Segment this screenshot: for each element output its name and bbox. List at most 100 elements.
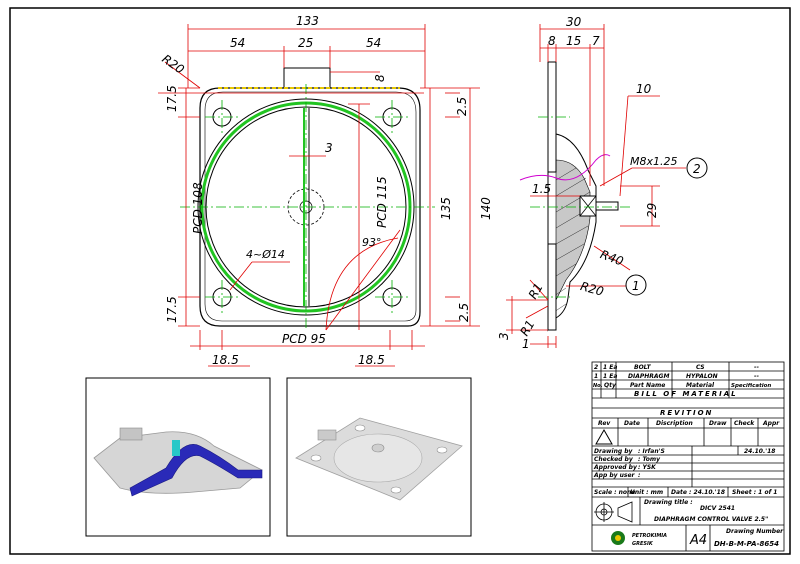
dim-top-17-5: 17.5 (165, 85, 179, 112)
title-block-text: 2 1 Ea BOLT CS -- 1 1 Ea DIAPHRAGM HYPAL… (593, 364, 784, 548)
revision-header-date: Date (624, 420, 640, 427)
dim-r40: R40 (598, 247, 625, 268)
sheet-text: Sheet : 1 of 1 (732, 489, 777, 496)
bom-row-2-qty: 1 Ea (603, 364, 617, 371)
dim-r1-top: R1 (526, 281, 546, 302)
drawing-title-code: DICV 2541 (700, 505, 735, 512)
dim-left: 54 (230, 36, 245, 50)
approved-by-value: : YSK (638, 464, 657, 471)
top-boss (283, 67, 331, 89)
bom-row-2-spec: -- (754, 364, 759, 371)
side-dimension-labels: 30 8 15 7 10 M8x1.25 2 1.5 29 R40 1 R1 R… (497, 15, 701, 351)
dim-30: 30 (566, 15, 582, 29)
dim-29: 29 (645, 203, 659, 218)
dim-18-5-right: 18.5 (358, 353, 385, 367)
iso-view-solid (286, 377, 472, 537)
drawing-by-date: 24.10.'18 (744, 448, 775, 455)
revision-header-check: Check (734, 420, 755, 427)
iso-solid-dome (333, 433, 423, 483)
bom-row-1-spec: -- (754, 373, 759, 380)
bom-row-2-no: 2 (594, 364, 598, 371)
dim-2-5-top: 2.5 (455, 97, 469, 116)
dim-r20: R20 (159, 52, 187, 77)
approved-by-label: Approved by (593, 464, 638, 471)
side-flange-bottom (547, 243, 557, 331)
break-line (519, 154, 611, 181)
dim-140: 140 (479, 197, 493, 220)
center-lines (180, 84, 435, 330)
dim-1: 1 (522, 337, 530, 351)
bom-row-2-name: BOLT (634, 364, 652, 371)
bom-row-1-material: HYPALON (686, 373, 718, 380)
front-dimension-labels: 133 54 25 54 R20 8 17.5 17.5 2.5 2.5 PCD… (159, 14, 493, 367)
dim-8: 8 (373, 74, 387, 82)
iso-section-cut (129, 444, 263, 497)
dim-18-5-left: 18.5 (212, 353, 239, 367)
dim-r1-bot: R1 (517, 318, 537, 339)
bom-row-1-name: DIAPHRAGM (628, 373, 669, 380)
iso-section-stud (172, 440, 180, 456)
sheet-border (9, 7, 791, 555)
balloon-1 (625, 274, 647, 296)
balloon-1-label: 1 (632, 279, 640, 293)
bom-row-2-material: CS (696, 364, 705, 371)
dim-center: 25 (298, 36, 313, 50)
section-hatch (555, 159, 591, 301)
dim-pcd95: PCD 95 (282, 332, 326, 346)
bom-row-1-qty: 1 Ea (603, 373, 617, 380)
bolt-shank (595, 201, 619, 211)
dim-135: 135 (439, 197, 453, 220)
revision-triangle-icon (595, 428, 613, 445)
side-view: 30 8 15 7 10 M8x1.25 2 1.5 29 R40 1 R1 R… (497, 15, 708, 351)
revision-header-desc: Discription (656, 420, 693, 427)
bom-header-qty: Qty (604, 382, 617, 389)
bom-header-no: No. (593, 383, 603, 389)
company-line1: PETROKIMIA (632, 533, 667, 539)
company-logo (611, 531, 625, 545)
dim-thread: M8x1.25 (630, 155, 678, 168)
unit-text: Unit : mm (630, 489, 663, 496)
checked-by-label: Checked by (594, 456, 634, 463)
dim-holes: 4~Ø14 (246, 248, 285, 261)
dim-7: 7 (592, 34, 600, 48)
iso-solid-holes (310, 424, 448, 494)
dim-3: 3 (497, 332, 511, 340)
company-line2: GRESIK (632, 541, 654, 547)
paper-size: A4 (689, 533, 707, 548)
dim-1-5: 1.5 (532, 182, 551, 196)
dim-pcd108: PCD 108 (191, 182, 205, 234)
dim-15: 15 (566, 34, 581, 48)
dim-overall-width: 133 (296, 14, 319, 28)
dim-8: 8 (548, 34, 556, 48)
drawing-title-text: DIAPHRAGM CONTROL VALVE 2.5" (654, 516, 768, 523)
app-user-label: App by user (593, 472, 636, 479)
dim-bot-17-5: 17.5 (165, 296, 179, 323)
dim-3: 3 (325, 141, 333, 155)
flange-outline (199, 87, 421, 327)
balloon-2-label: 2 (693, 162, 701, 176)
revision-title: REVITION (660, 409, 713, 417)
bom-row-1-no: 1 (594, 373, 598, 380)
bom-header-name: Part Name (630, 382, 665, 389)
dim-10: 10 (636, 82, 652, 96)
front-dimension-lines (158, 24, 480, 367)
side-dimension-lines (506, 24, 686, 348)
drawing-number-label: Drawing Number (726, 528, 784, 535)
app-user-value: : (638, 472, 640, 479)
bom-title: BILL OF MATERIAL (634, 390, 738, 398)
bom-header-spec: Specification (731, 383, 771, 389)
revision-header-rev: Rev (598, 420, 611, 427)
front-view: 133 54 25 54 R20 8 17.5 17.5 2.5 2.5 PCD… (158, 14, 493, 367)
dim-93: 93° (362, 236, 382, 249)
drawing-title-label: Drawing title : (644, 499, 693, 506)
dim-right: 54 (366, 36, 381, 50)
scale-text: Scale : none (594, 489, 635, 496)
iso-solid-stud (371, 443, 385, 453)
iso-view-section (85, 377, 271, 537)
date-text: Date : 24.10.'18 (671, 489, 725, 496)
dim-r20: R20 (579, 279, 606, 299)
drawing-by-label: Drawing by (594, 448, 634, 455)
title-block-grid (591, 361, 785, 552)
drawing-number: DH-B-M-PA-8654 (714, 540, 779, 548)
